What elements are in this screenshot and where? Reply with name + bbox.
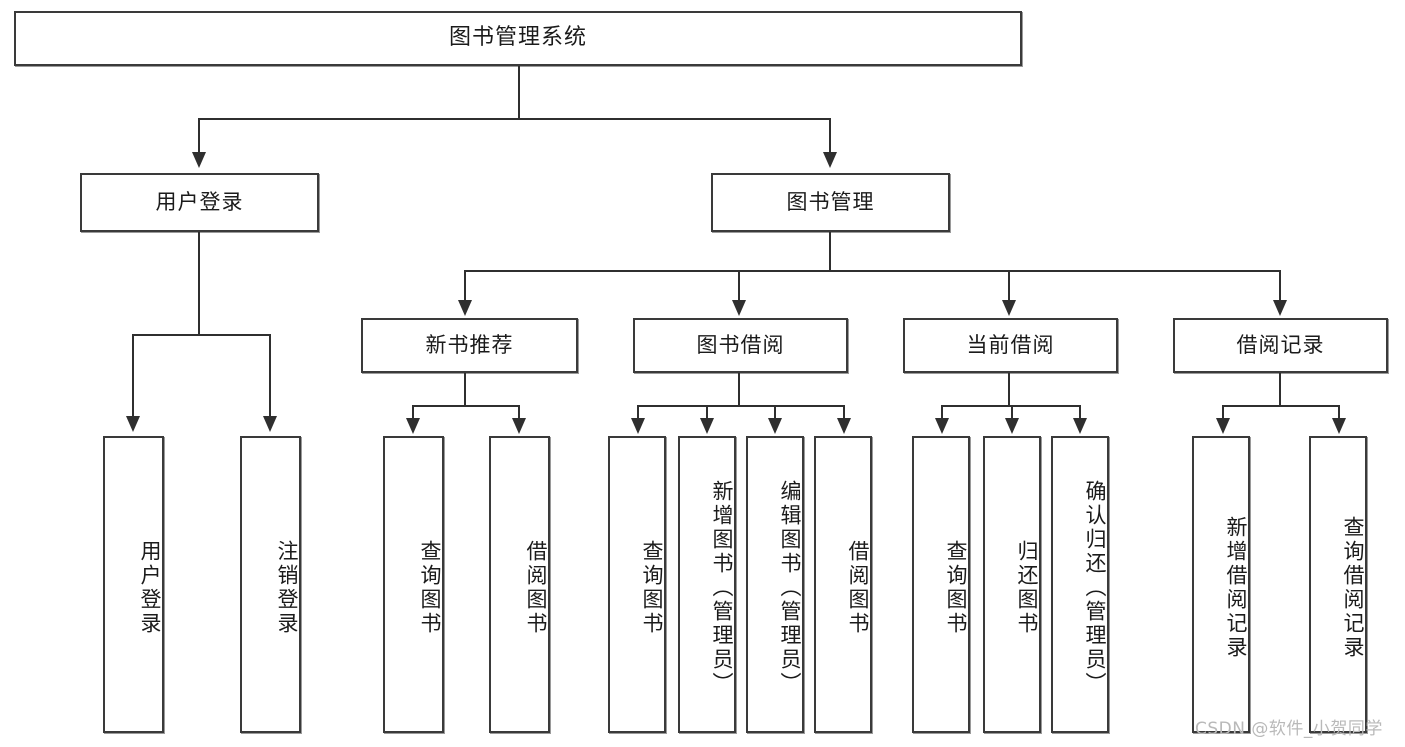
node-book-borrow[interactable]: 图书借阅 <box>633 318 848 373</box>
node-book-manage-label: 图书管理 <box>786 189 875 214</box>
arrow-current-borrow-child-1 <box>1005 418 1019 434</box>
arrow-borrow-record-child-1 <box>1332 418 1346 434</box>
connector-book-borrow-bus <box>637 405 845 407</box>
node-current-borrow-label: 当前借阅 <box>966 332 1055 357</box>
connector-borrow-record-child-1 <box>1338 405 1340 420</box>
arrow-user-login-child-0 <box>126 416 140 432</box>
leaf-user-login-0-label: 用户登录 <box>138 539 162 636</box>
leaf-current-borrow-0-label: 查询图书 <box>944 539 968 636</box>
leaf-borrow-record-1-label: 查询借阅记录 <box>1341 515 1365 660</box>
leaf-borrow-record-0[interactable]: 新增借阅记录 <box>1192 436 1250 733</box>
arrow-borrow-record-child-0 <box>1216 418 1230 434</box>
leaf-book-borrow-2-label: 编辑图书（管理员） <box>778 479 802 696</box>
connector-book-manage-bus <box>464 270 1281 272</box>
arrow-current-borrow-child-0 <box>935 418 949 434</box>
connector-user-login-bus <box>132 334 270 336</box>
arrow-book-manage-child-1 <box>732 300 746 316</box>
csdn-watermark: CSDN @软件_小贺同学 <box>1195 719 1383 739</box>
leaf-new-book-recommend-0[interactable]: 查询图书 <box>383 436 444 733</box>
node-current-borrow[interactable]: 当前借阅 <box>903 318 1118 373</box>
arrow-root-to-user-login <box>192 152 206 168</box>
arrow-current-borrow-child-2 <box>1073 418 1087 434</box>
leaf-book-borrow-3-label: 借阅图书 <box>846 539 870 636</box>
leaf-book-borrow-2[interactable]: 编辑图书（管理员） <box>746 436 804 733</box>
connector-current-borrow-child-0 <box>941 405 943 420</box>
arrow-user-login-child-1 <box>263 416 277 432</box>
arrow-book-borrow-child-0 <box>631 418 645 434</box>
arrow-book-manage-child-0 <box>458 300 472 316</box>
node-root-system-label: 图书管理系统 <box>448 25 587 51</box>
leaf-user-login-1[interactable]: 注销登录 <box>240 436 301 733</box>
arrow-new-book-child-0 <box>406 418 420 434</box>
arrow-book-borrow-child-1 <box>700 418 714 434</box>
node-user-login-label: 用户登录 <box>155 189 244 214</box>
connector-book-manage-child-3 <box>1279 270 1281 302</box>
leaf-book-borrow-1[interactable]: 新增图书（管理员） <box>678 436 736 733</box>
connector-book-manage-stem <box>829 232 831 272</box>
leaf-current-borrow-0[interactable]: 查询图书 <box>912 436 970 733</box>
connector-book-manage-child-1 <box>738 270 740 302</box>
leaf-current-borrow-2-label: 确认归还（管理员） <box>1083 479 1107 696</box>
node-user-login[interactable]: 用户登录 <box>80 173 319 232</box>
arrow-book-borrow-child-3 <box>837 418 851 434</box>
leaf-book-borrow-1-label: 新增图书（管理员） <box>710 479 734 696</box>
connector-new-book-bus <box>412 405 520 407</box>
leaf-borrow-record-1[interactable]: 查询借阅记录 <box>1309 436 1367 733</box>
connector-new-book-child-0 <box>412 405 414 420</box>
node-book-manage[interactable]: 图书管理 <box>711 173 950 232</box>
leaf-current-borrow-1-label: 归还图书 <box>1015 539 1039 636</box>
leaf-book-borrow-3[interactable]: 借阅图书 <box>814 436 872 733</box>
node-borrow-record[interactable]: 借阅记录 <box>1173 318 1388 373</box>
connector-user-login-child-1 <box>269 334 271 418</box>
leaf-user-login-1-label: 注销登录 <box>275 539 299 636</box>
connector-book-manage-child-2 <box>1008 270 1010 302</box>
connector-current-borrow-child-1 <box>1011 405 1013 420</box>
leaf-user-login-0[interactable]: 用户登录 <box>103 436 164 733</box>
connector-new-book-stem <box>464 373 466 407</box>
connector-book-borrow-child-0 <box>637 405 639 420</box>
leaf-new-book-recommend-1-label: 借阅图书 <box>524 539 548 636</box>
arrow-root-to-book-manage <box>823 152 837 168</box>
connector-current-borrow-child-2 <box>1079 405 1081 420</box>
node-root-system[interactable]: 图书管理系统 <box>14 11 1022 66</box>
connector-book-borrow-stem <box>738 373 740 407</box>
leaf-book-borrow-0[interactable]: 查询图书 <box>608 436 666 733</box>
connector-current-borrow-stem <box>1008 373 1010 407</box>
connector-borrow-record-stem <box>1279 373 1281 407</box>
connector-user-login-stem <box>198 232 200 336</box>
leaf-new-book-recommend-0-label: 查询图书 <box>418 539 442 636</box>
node-book-borrow-label: 图书借阅 <box>696 332 785 357</box>
leaf-current-borrow-2[interactable]: 确认归还（管理员） <box>1051 436 1109 733</box>
connector-book-borrow-child-1 <box>706 405 708 420</box>
arrow-book-manage-child-3 <box>1273 300 1287 316</box>
node-new-book-recommend[interactable]: 新书推荐 <box>361 318 578 373</box>
connector-borrow-record-child-0 <box>1222 405 1224 420</box>
leaf-new-book-recommend-1[interactable]: 借阅图书 <box>489 436 550 733</box>
connector-root-stem <box>518 66 520 119</box>
node-new-book-recommend-label: 新书推荐 <box>425 332 514 357</box>
connector-book-borrow-child-3 <box>843 405 845 420</box>
connector-book-manage-child-0 <box>464 270 466 302</box>
node-borrow-record-label: 借阅记录 <box>1236 332 1325 357</box>
connector-borrow-record-bus <box>1222 405 1340 407</box>
leaf-current-borrow-1[interactable]: 归还图书 <box>983 436 1041 733</box>
connector-new-book-child-1 <box>518 405 520 420</box>
connector-root-to-book-manage <box>829 118 831 154</box>
connector-root-bus <box>198 118 831 120</box>
connector-root-to-user-login <box>198 118 200 154</box>
arrow-book-manage-child-2 <box>1002 300 1016 316</box>
arrow-book-borrow-child-2 <box>768 418 782 434</box>
connector-user-login-child-0 <box>132 334 134 418</box>
arrow-new-book-child-1 <box>512 418 526 434</box>
leaf-book-borrow-0-label: 查询图书 <box>640 539 664 636</box>
leaf-borrow-record-0-label: 新增借阅记录 <box>1224 515 1248 660</box>
connector-book-borrow-child-2 <box>774 405 776 420</box>
